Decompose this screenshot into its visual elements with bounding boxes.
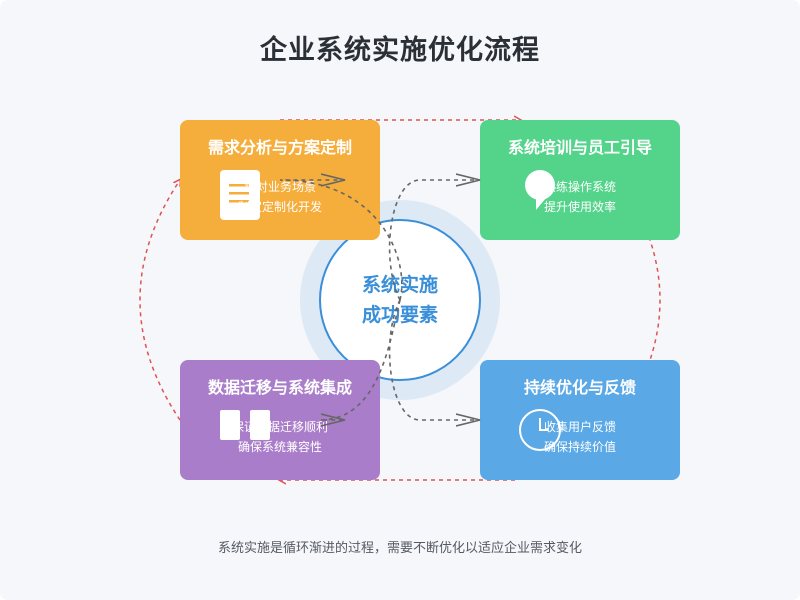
cycle-arrow-left [139,180,180,421]
step-detail: 保证数据迁移顺利 [231,420,328,434]
clock-icon [518,408,562,456]
step-detail: 确保持续价值 [543,440,616,454]
step-detail: 制定定制化开发 [237,200,322,214]
speech-bubble-icon [524,170,556,216]
page-title: 企业系统实施优化流程 [260,35,540,66]
step-detail: 确保系统兼容性 [237,440,322,454]
step-title: 系统培训与员工引导 [507,138,652,157]
step-detail: 针对业务场景 [243,180,316,194]
database-icon [220,410,272,444]
step-title: 持续优化与反馈 [523,378,636,397]
step-card-optimization: 持续优化与反馈 收集用户反馈 确保持续价值 [480,360,680,480]
step-card-requirements: 需求分析与方案定制 针对业务场景 制定定制化开发 [180,120,380,240]
step-detail: 收集用户反馈 [543,420,616,434]
center-label-line1: 系统实施 [361,274,438,296]
step-detail: 提升使用效率 [543,200,616,214]
step-detail: 熟练操作系统 [543,180,616,194]
step-title: 需求分析与方案定制 [207,138,352,157]
step-card-training: 系统培训与员工引导 熟练操作系统 提升使用效率 [480,120,680,240]
step-card-migration: 数据迁移与系统集成 保证数据迁移顺利 确保系统兼容性 [180,360,380,480]
center-label-line2: 成功要素 [361,304,438,326]
document-icon [220,170,260,224]
step-title: 数据迁移与系统集成 [207,378,352,397]
footer-note: 系统实施是循环渐进的过程，需要不断优化以适应企业需求变化 [217,541,582,556]
